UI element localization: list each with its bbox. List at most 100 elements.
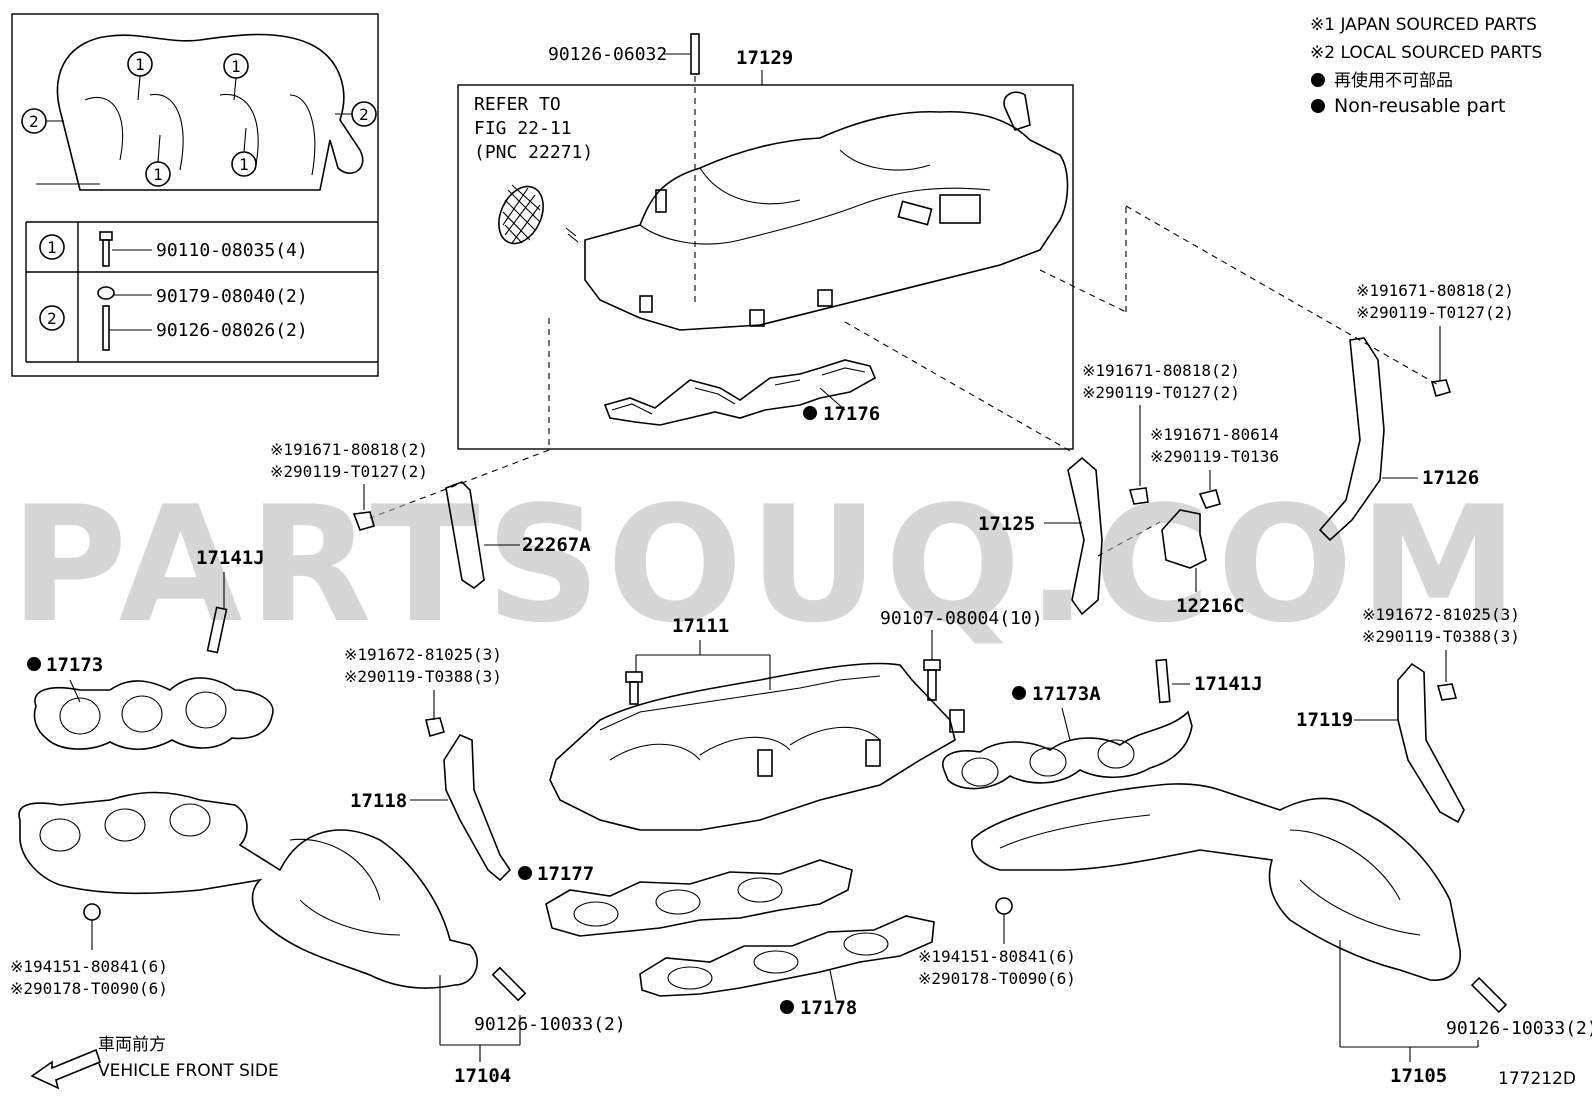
label-17173: 17173	[46, 654, 103, 676]
legend-non-reusable-jp: 再使用不可部品	[1334, 70, 1453, 91]
inset-frame	[11, 13, 379, 377]
bolt-shank	[629, 681, 639, 705]
label-17178: 17178	[800, 997, 857, 1019]
inset-table: 1 2 90110-08035(4) 90179-08040(2) 90126-…	[25, 221, 378, 363]
svg-text:90179-08040(2): 90179-08040(2)	[156, 286, 308, 307]
gasket-17178	[639, 915, 935, 997]
bracket-17118	[443, 734, 512, 882]
tab	[749, 309, 765, 327]
bolt-icon	[1430, 379, 1452, 397]
injector-boss	[949, 709, 965, 733]
dowel-pin	[655, 189, 667, 213]
stud-icon	[1470, 976, 1508, 1014]
svg-text:1: 1	[135, 55, 145, 74]
injector-boss	[865, 739, 881, 767]
throttle-port	[939, 194, 981, 224]
bolt-shank	[927, 669, 937, 701]
svg-text:1: 1	[153, 165, 163, 184]
label-e2: ※290119-T0388(3)	[344, 667, 502, 686]
tab	[817, 289, 833, 307]
intake-lower-17111	[549, 662, 956, 831]
catalyst-detail	[289, 838, 401, 936]
inset-manifold	[56, 33, 364, 191]
intake-frame	[457, 84, 1074, 450]
label-a1-left-2: ※290119-T0127(2)	[270, 462, 428, 481]
bracket-17118-group: ※191672-81025(3) ※290119-T0388(3) 17118 …	[344, 645, 594, 885]
label-17176: 17176	[823, 403, 880, 425]
intake-lower-group: 17111 90107-08004(10) 17178	[545, 608, 1043, 1019]
label-17129: 17129	[736, 47, 793, 69]
intake-lower-detail	[599, 675, 881, 761]
left-exhaust-gasket-group: 17141J 17173	[27, 547, 274, 751]
svg-text:90126-08026(2): 90126-08026(2)	[156, 320, 308, 341]
bracket-17125	[1067, 456, 1103, 616]
stud-icon	[690, 33, 700, 75]
gasket-17176-inner	[611, 367, 866, 415]
label-17119: 17119	[1296, 709, 1353, 731]
label-17173a: 17173A	[1032, 683, 1101, 705]
label-17105: 17105	[1390, 1065, 1447, 1087]
label-12216c: 12216C	[1176, 595, 1245, 617]
plenum-detail	[639, 149, 991, 245]
gasket-17173a	[942, 710, 1193, 790]
svg-text:1: 1	[231, 57, 241, 76]
gasket-17173	[33, 677, 274, 751]
bracket-22267a-group: ※191671-80818(2) ※290119-T0127(2) 22267A	[270, 440, 591, 589]
mesh-pattern	[502, 184, 541, 244]
label-22267a: 22267A	[522, 534, 591, 556]
bolt-icon	[1198, 489, 1221, 509]
bolt-icon	[923, 659, 941, 671]
label-17104: 17104	[454, 1065, 511, 1087]
label-d2: ※290119-T0127(2)	[1356, 303, 1514, 322]
brackets-right-group: ※191671-80818(2) ※290119-T0127(2) 17125 …	[978, 281, 1520, 824]
refer-line-1: REFER TO	[474, 94, 561, 115]
label-h2: ※290178-T0090(6)	[918, 969, 1076, 988]
actuator	[1003, 91, 1031, 131]
label-17125: 17125	[978, 513, 1035, 535]
legend-dot-icon	[1311, 99, 1325, 113]
mesh-filter	[498, 185, 544, 245]
label-c2: ※290119-T0136	[1150, 447, 1279, 466]
exhaust-manifold-17105	[971, 783, 1461, 981]
label-90126-10033-left: 90126-10033(2)	[474, 1014, 626, 1035]
label-17141j-left: 17141J	[196, 547, 265, 569]
label-d1: ※191671-80818(2)	[1356, 281, 1514, 300]
label-e1: ※191672-81025(3)	[344, 645, 502, 664]
label-f2: ※290119-T0388(3)	[1362, 627, 1520, 646]
nut-icon	[995, 897, 1013, 915]
legend-japan: ※1 JAPAN SOURCED PARTS	[1310, 15, 1537, 35]
gasket-17176	[603, 359, 877, 426]
non-reusable-dot-icon	[803, 406, 817, 420]
injector-boss	[757, 749, 773, 777]
right-exhaust-gasket-group: 17173A 17141J	[942, 658, 1263, 790]
inset-callouts: 1 1 1 1 2 2	[21, 51, 377, 187]
bracket-17119	[1397, 662, 1465, 824]
direction-en: VEHICLE FRONT SIDE	[98, 1061, 279, 1081]
bolt-icon	[1128, 487, 1149, 505]
label-a1-left-1: ※191671-80818(2)	[270, 440, 428, 459]
svg-text:2: 2	[359, 105, 369, 124]
svg-text:2: 2	[29, 112, 39, 131]
exhaust-manifold-17104	[18, 791, 479, 989]
stud-icon	[206, 606, 228, 654]
inset-detail: 1 1 1 1 2 2 1 2 90110-08035(4)	[11, 13, 379, 377]
svg-text:2: 2	[47, 309, 57, 328]
bracket-12216c	[1161, 509, 1207, 569]
label-g2: ※290178-T0090(6)	[10, 979, 168, 998]
legend-dot-icon	[1311, 73, 1325, 87]
label-17126: 17126	[1422, 467, 1479, 489]
label-90126-06032: 90126-06032	[548, 44, 667, 65]
bolt-icon	[352, 511, 375, 531]
direction-indicator: 車両前方 VEHICLE FRONT SIDE	[30, 1035, 279, 1090]
stud-icon	[1155, 658, 1171, 704]
label-b1: ※191671-80818(2)	[1082, 361, 1240, 380]
watermark: PARTSOUQ.COM	[10, 471, 1524, 658]
bracket-17126	[1318, 337, 1385, 542]
stud-icon	[491, 966, 527, 1002]
label-c1: ※191671-80614	[1150, 425, 1279, 444]
bracket-22267a	[445, 481, 485, 589]
small-spring	[565, 227, 579, 243]
label-17118: 17118	[350, 790, 407, 812]
label-17111: 17111	[672, 615, 729, 637]
